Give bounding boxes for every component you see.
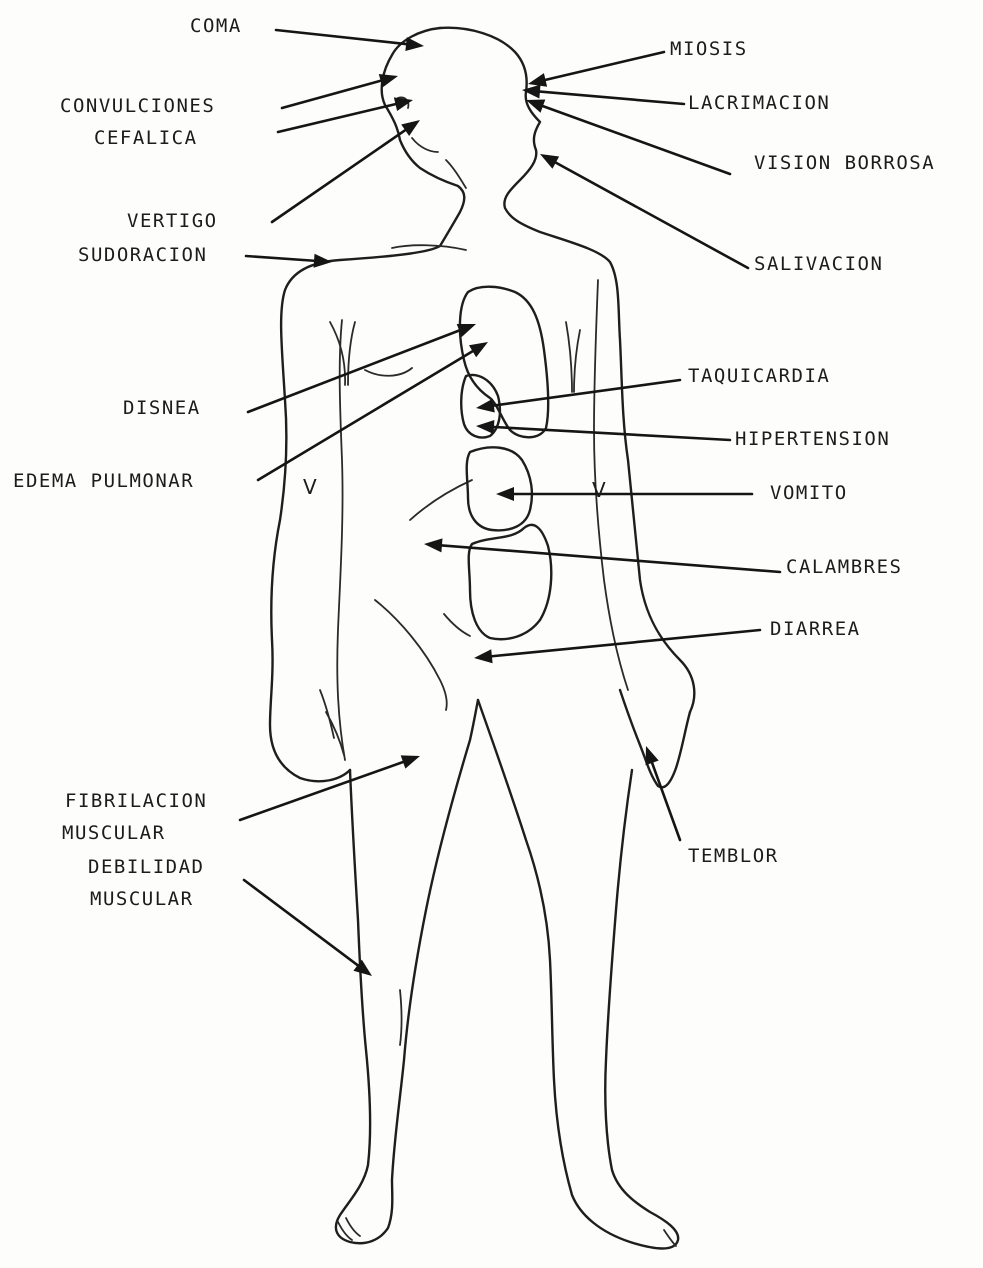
right-arm-vein-mark: V [592, 478, 606, 502]
arrow-fibrilacion-head [401, 755, 420, 768]
label-debilidad-muscular: MUSCULAR [90, 888, 194, 910]
arrow-edema-pulmonar-head [469, 342, 488, 357]
arrow-vertigo-shaft [272, 130, 405, 222]
label-fibrilacion-muscular: MUSCULAR [62, 822, 166, 844]
arrow-taquicardia-shaft [494, 380, 680, 406]
arrow-calambres-head [424, 538, 442, 552]
arrow-temblor-shaft [652, 763, 680, 840]
arrow-debilidad-shaft [244, 880, 358, 965]
label-fibrilacion: FIBRILACION [65, 790, 207, 812]
body-outline-face [440, 28, 694, 712]
label-edema-pulmonar: EDEMA PULMONAR [13, 470, 194, 492]
label-salivacion: SALIVACION [754, 253, 883, 275]
arrow-hipertension [476, 420, 730, 440]
arrow-salivacion-head [540, 154, 559, 169]
label-convulciones: CONVULCIONES [60, 95, 215, 117]
arrow-miosis-shaft [546, 52, 664, 80]
arrow-fibrilacion [240, 755, 420, 820]
right-chest-line [566, 322, 580, 392]
arrow-debilidad-head [353, 960, 372, 976]
label-vomito: VOMITO [770, 482, 848, 504]
arrow-sudoracion [246, 254, 332, 268]
label-hipertension: HIPERTENSION [735, 428, 890, 450]
label-disnea: DISNEA [123, 397, 201, 419]
arrow-debilidad [244, 880, 372, 976]
body-outline-left [270, 28, 464, 781]
stomach-organ [467, 447, 532, 530]
arrow-diarrea-head [474, 649, 493, 663]
arrow-miosis [528, 52, 664, 87]
arrow-calambres-shaft [442, 545, 780, 572]
arrow-vertigo [272, 120, 420, 222]
label-taquicardia: TAQUICARDIA [688, 365, 830, 387]
body-silhouette [270, 28, 694, 1249]
left-arm-inner-line [337, 320, 345, 760]
arrow-coma [276, 30, 424, 51]
arrow-vertigo-head [401, 120, 420, 136]
arrow-cefalica-head [394, 97, 413, 111]
arrow-sudoracion-shaft [246, 256, 314, 261]
label-coma: COMA [190, 15, 242, 37]
label-debilidad: DEBILIDAD [88, 856, 204, 878]
arrow-taquicardia-head [476, 399, 495, 413]
right-leg-outline [478, 700, 678, 1249]
arrow-taquicardia [476, 380, 680, 412]
arrow-cefalica-shaft [278, 104, 395, 132]
lung-organ [460, 287, 548, 438]
arrow-vomito [496, 487, 752, 501]
label-diarrea: DIARREA [770, 618, 861, 640]
arrow-lacrimacion [522, 85, 684, 104]
arrow-miosis-head [528, 73, 547, 87]
arrow-vomito-head [496, 487, 514, 501]
foot-right-toes [664, 1230, 676, 1246]
label-vertigo: VERTIGO [127, 210, 218, 232]
arrow-lacrimacion-shaft [540, 92, 684, 104]
arrow-diarrea-shaft [492, 630, 760, 656]
arrow-temblor-head [646, 746, 659, 765]
arrow-coma-head [405, 37, 424, 51]
label-calambres: CALAMBRES [786, 556, 902, 578]
intestine-organ [469, 525, 552, 639]
arrow-sudoracion-head [314, 254, 332, 268]
pelvis-line [444, 614, 470, 636]
arrow-disnea-shaft [248, 330, 459, 412]
label-temblor: TEMBLOR [688, 845, 779, 867]
left-knee-line [400, 990, 402, 1045]
left-arm-vein-mark: V [303, 475, 317, 499]
arrow-salivacion-shaft [556, 163, 748, 268]
label-sudoracion: SUDORACION [78, 244, 207, 266]
organs [460, 287, 551, 639]
label-cefalica: CEFALICA [94, 127, 198, 149]
label-vision-borrosa: VISION BORROSA [754, 152, 935, 174]
arrow-fibrilacion-shaft [240, 762, 403, 820]
label-lacrimacion: LACRIMACION [688, 92, 830, 114]
arrow-hipertension-head [476, 420, 494, 434]
label-miosis: MIOSIS [670, 38, 748, 60]
arrow-coma-shaft [276, 30, 406, 44]
abdomen-left-line [410, 480, 472, 520]
hip-line [375, 600, 447, 710]
arrow-diarrea [474, 630, 760, 663]
arrow-temblor [646, 746, 680, 840]
arrow-salivacion [540, 154, 748, 268]
arrow-vision-borrosa-shaft [543, 106, 730, 174]
arrow-group [240, 30, 780, 976]
arrow-convulciones-shaft [282, 81, 381, 108]
